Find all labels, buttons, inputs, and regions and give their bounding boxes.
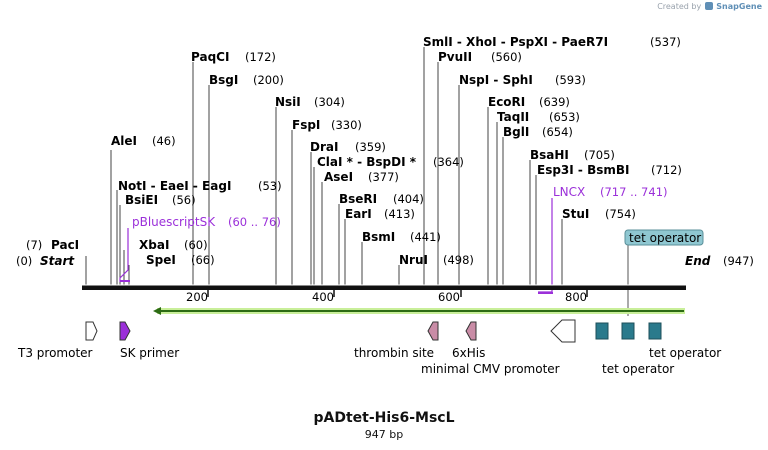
site-name-asei: AseI (324, 170, 353, 184)
site-name-nsii: NsiI (275, 95, 301, 109)
site-name-bsiei: BsiEI (125, 193, 158, 207)
site-name-alei: AleI (111, 134, 137, 148)
snapgene-credit: Created by SnapGene (657, 2, 762, 11)
site-pos-taqii: (653) (549, 110, 580, 124)
site-pos-bgli: (654) (542, 125, 573, 139)
site-name-bsahi: BsaHI (530, 148, 569, 162)
site-pos-paqci: (172) (245, 50, 276, 64)
dna-backbone (82, 285, 686, 290)
tick-label-800: 800 (565, 290, 587, 304)
site-name-noti: NotI - EaeI - EagI (118, 179, 231, 193)
site-name-pvuii: PvuII (438, 50, 472, 64)
plasmid-map: 200 400 600 800 T3 promoter SK primer th… (16, 35, 754, 376)
tet-operator-box-2 (621, 322, 635, 340)
restriction-sites: (7) PacI AleI (46) NotI - EaeI - EagI (5… (26, 35, 682, 267)
site-pos-fspi: (330) (331, 118, 362, 132)
site-pos-ecori: (639) (539, 95, 570, 109)
site-pos-xbai: (60) (184, 238, 208, 252)
primer-range-pbluescriptsk: (60 .. 76) (228, 215, 281, 229)
tet-operator-box-3 (648, 322, 662, 340)
site-name-paci: PacI (51, 238, 79, 252)
site-pos-clai: (364) (433, 155, 464, 169)
lncx-primer-line (538, 198, 553, 293)
feature-label-tet-operator-1: tet operator (602, 362, 674, 376)
site-pos-bsmi: (441) (410, 230, 441, 244)
cmv-promoter-arrow-icon (550, 319, 576, 343)
plasmid-size: 947 bp (364, 428, 404, 441)
feature-label-thrombin-site: thrombin site (354, 346, 434, 360)
tick-label-400: 400 (312, 290, 334, 304)
primer-name-lncx: LNCX (553, 185, 585, 199)
site-pos-esp3i: (712) (651, 163, 682, 177)
tet-operator-tag (624, 229, 704, 246)
site-pos-bsgi: (200) (253, 73, 284, 87)
start-position: (0) (16, 254, 32, 268)
his-tag-arrow-icon (465, 321, 477, 341)
end-position: (947) (723, 254, 754, 268)
site-pos-nrui: (498) (443, 253, 474, 267)
feature-label-sk-primer: SK primer (120, 346, 179, 360)
credit-prefix: Created by (657, 2, 702, 11)
site-name-bseri: BseRI (339, 192, 377, 206)
site-name-esp3i: Esp3I - BsmBI (537, 163, 629, 177)
end-label: End (685, 254, 711, 268)
site-pos-nspi: (593) (555, 73, 586, 87)
t3-promoter-arrow-icon (85, 321, 98, 341)
site-name-nspi: NspI - SphI (459, 73, 533, 87)
site-name-bgli: BglI (503, 125, 529, 139)
site-pos-paci: (7) (26, 238, 42, 252)
site-name-eari: EarI (345, 207, 372, 221)
site-pos-drai: (359) (355, 140, 386, 154)
primer-name-pbluescriptsk: pBluescriptSK (132, 215, 216, 229)
feature-label-t3-promoter: T3 promoter (17, 346, 93, 360)
site-pos-bsiei: (56) (172, 193, 196, 207)
site-name-stui: StuI (562, 207, 589, 221)
start-label: Start (40, 254, 75, 268)
credit-brand: SnapGene (716, 2, 762, 11)
tet-operator-box-1 (595, 322, 609, 340)
site-leader-lines (85, 47, 563, 286)
thrombin-site-arrow-icon (427, 321, 439, 341)
site-pos-bsahi: (705) (584, 148, 615, 162)
site-pos-spei: (66) (191, 253, 215, 267)
site-pos-nsii: (304) (314, 95, 345, 109)
sk-primer-arrow-icon (119, 321, 131, 341)
site-pos-pvuii: (560) (491, 50, 522, 64)
site-name-bsmi: BsmI (362, 230, 395, 244)
tet-operator-tag-label: tet operator (629, 231, 701, 245)
site-name-nrui: NruI (399, 253, 428, 267)
site-pos-asei: (377) (368, 170, 399, 184)
site-name-paqci: PaqCI (191, 50, 229, 64)
site-name-clai: ClaI * - BspDI * (317, 155, 417, 169)
site-pos-stui: (754) (605, 207, 636, 221)
site-name-ecori: EcoRI (488, 95, 525, 109)
primer-range-lncx: (717 .. 741) (600, 185, 668, 199)
site-name-smli: SmlI - XhoI - PspXI - PaeR7I (423, 35, 608, 49)
tick-label-600: 600 (438, 290, 460, 304)
snapgene-logo-icon (704, 2, 713, 10)
plasmid-name: pADtet-His6-MscL (313, 410, 455, 426)
site-pos-alei: (46) (152, 134, 176, 148)
site-name-taqii: TaqII (497, 110, 529, 124)
feature-label-cmv-promoter: minimal CMV promoter (421, 362, 560, 376)
site-name-fspi: FspI (292, 118, 320, 132)
site-pos-noti: (53) (258, 179, 282, 193)
tick-label-200: 200 (186, 290, 208, 304)
site-pos-eari: (413) (384, 207, 415, 221)
site-name-xbai: XbaI (139, 238, 169, 252)
site-name-spei: SpeI (146, 253, 176, 267)
site-name-bsgi: BsgI (209, 73, 238, 87)
site-pos-bseri: (404) (393, 192, 424, 206)
ruler-ticks (207, 290, 588, 297)
site-pos-smli: (537) (650, 35, 681, 49)
feature-label-tet-operator-3: tet operator (649, 346, 721, 360)
site-name-drai: DraI (310, 140, 338, 154)
feature-label-6xhis: 6xHis (452, 346, 485, 360)
orf-arrowhead-icon (153, 307, 161, 315)
